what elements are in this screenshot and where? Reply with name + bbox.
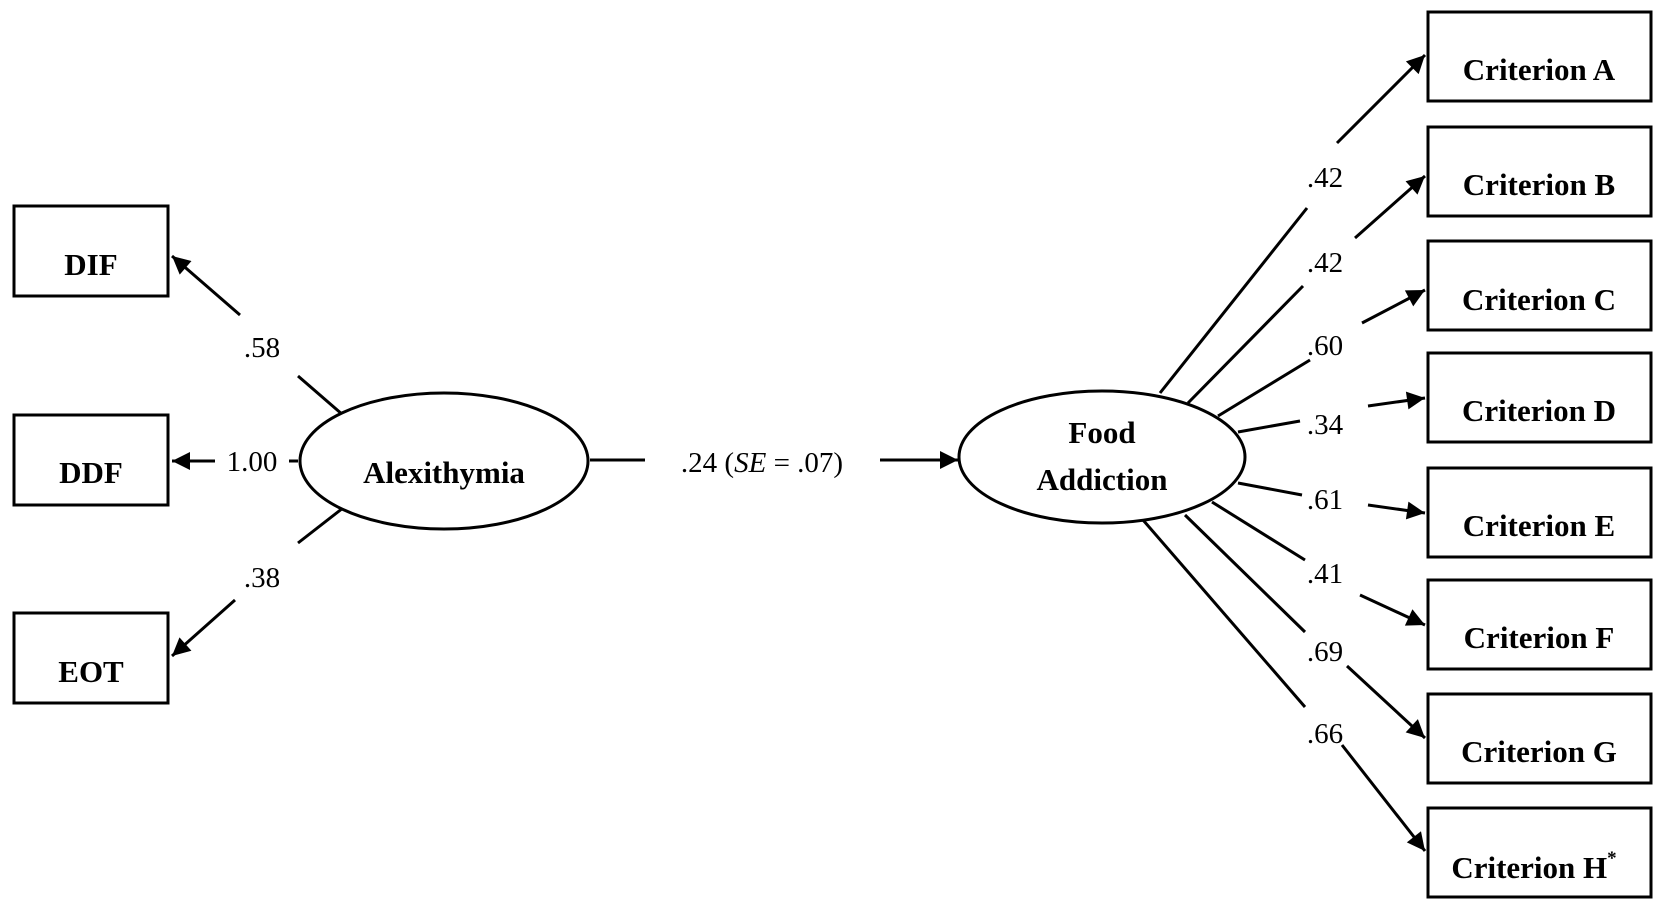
latent-alexithymia: Alexithymia: [298, 391, 590, 531]
indicator-label: Criterion G: [1461, 734, 1617, 769]
indicator-label: Criterion F: [1464, 620, 1615, 655]
path-alexithymia-eot-a: [297, 506, 344, 545]
indicator-label: EOT: [58, 654, 124, 689]
indicator-box-criterion-f: Criterion F: [1426, 578, 1653, 671]
indicator-label: DIF: [64, 247, 117, 282]
loading-criterion-f: .41: [1307, 558, 1343, 590]
latent-label-alexithymia: Alexithymia: [363, 455, 525, 490]
indicator-label: Criterion B: [1463, 167, 1615, 202]
indicator-box-eot: EOT: [12, 611, 170, 705]
indicator-box-criterion-b: Criterion B: [1426, 125, 1653, 218]
path-alexithymia-dif-a: [297, 374, 344, 417]
path-fa-criterion-e-b: [1367, 501, 1426, 520]
path-alexithymia-eot-b: [171, 598, 236, 658]
indicator-box-criterion-c: Criterion C: [1426, 239, 1653, 332]
indicator-box-criterion-e: Criterion E: [1426, 466, 1653, 559]
loading-criterion-b: .42: [1307, 247, 1343, 279]
path-fa-criterion-e-a: [1237, 481, 1303, 497]
path-fa-criterion-g-b: [1345, 664, 1427, 740]
indicator-box-criterion-h: Criterion H*: [1426, 806, 1653, 899]
latent-food-addiction: Food Addiction: [957, 389, 1247, 525]
path-fa-criterion-d-b: [1367, 391, 1426, 410]
indicator-label: Criterion A: [1463, 52, 1616, 87]
path-fa-criterion-d-a: [1237, 419, 1301, 434]
loading-dif: .58: [244, 332, 280, 364]
indicator-box-criterion-d: Criterion D: [1426, 351, 1653, 444]
indicator-box-dif: DIF: [12, 204, 170, 298]
loading-criterion-d: .34: [1307, 409, 1344, 441]
indicator-label: DDF: [59, 455, 123, 490]
path-fa-criterion-h-a: [1141, 519, 1307, 708]
indicator-box-ddf: DDF: [12, 413, 170, 507]
indicator-label: Criterion C: [1462, 282, 1616, 317]
loading-eot: .38: [244, 562, 280, 594]
indicator-box-criterion-a: Criterion A: [1426, 10, 1653, 103]
structural-coefficient: .24 (SE = .07): [681, 447, 843, 479]
path-fa-criterion-f-a: [1211, 500, 1306, 562]
latent-label-food: Food: [1068, 415, 1135, 450]
path-fa-criterion-a-a: [1158, 207, 1309, 394]
path-alexithymia-dif-b: [171, 254, 241, 317]
path-fa-criterion-c-b: [1361, 288, 1426, 325]
path-fa-criterion-b-b: [1354, 174, 1426, 240]
loading-ddf: 1.00: [227, 446, 278, 478]
path-fa-criterion-b-a: [1186, 284, 1305, 405]
loading-criterion-h: .66: [1307, 718, 1343, 750]
path-fa-criterion-a-b: [1335, 53, 1427, 145]
path-fa-criterion-f-b: [1359, 593, 1426, 627]
loading-criterion-e: .61: [1307, 484, 1343, 516]
indicator-box-criterion-g: Criterion G: [1426, 692, 1653, 785]
latent-label-addiction: Addiction: [1037, 462, 1168, 497]
path-fa-criterion-g-a: [1183, 513, 1307, 634]
loading-criterion-c: .60: [1307, 330, 1343, 362]
indicator-label: Criterion H*: [1451, 848, 1616, 885]
loading-criterion-a: .42: [1307, 162, 1343, 194]
asterisk-superscript: *: [1607, 848, 1617, 869]
loading-criterion-g: .69: [1307, 636, 1343, 668]
indicator-label: Criterion E: [1463, 508, 1615, 543]
path-fa-criterion-c-a: [1217, 358, 1311, 418]
indicator-label: Criterion D: [1462, 393, 1616, 428]
path-fa-criterion-h-b: [1340, 744, 1427, 852]
